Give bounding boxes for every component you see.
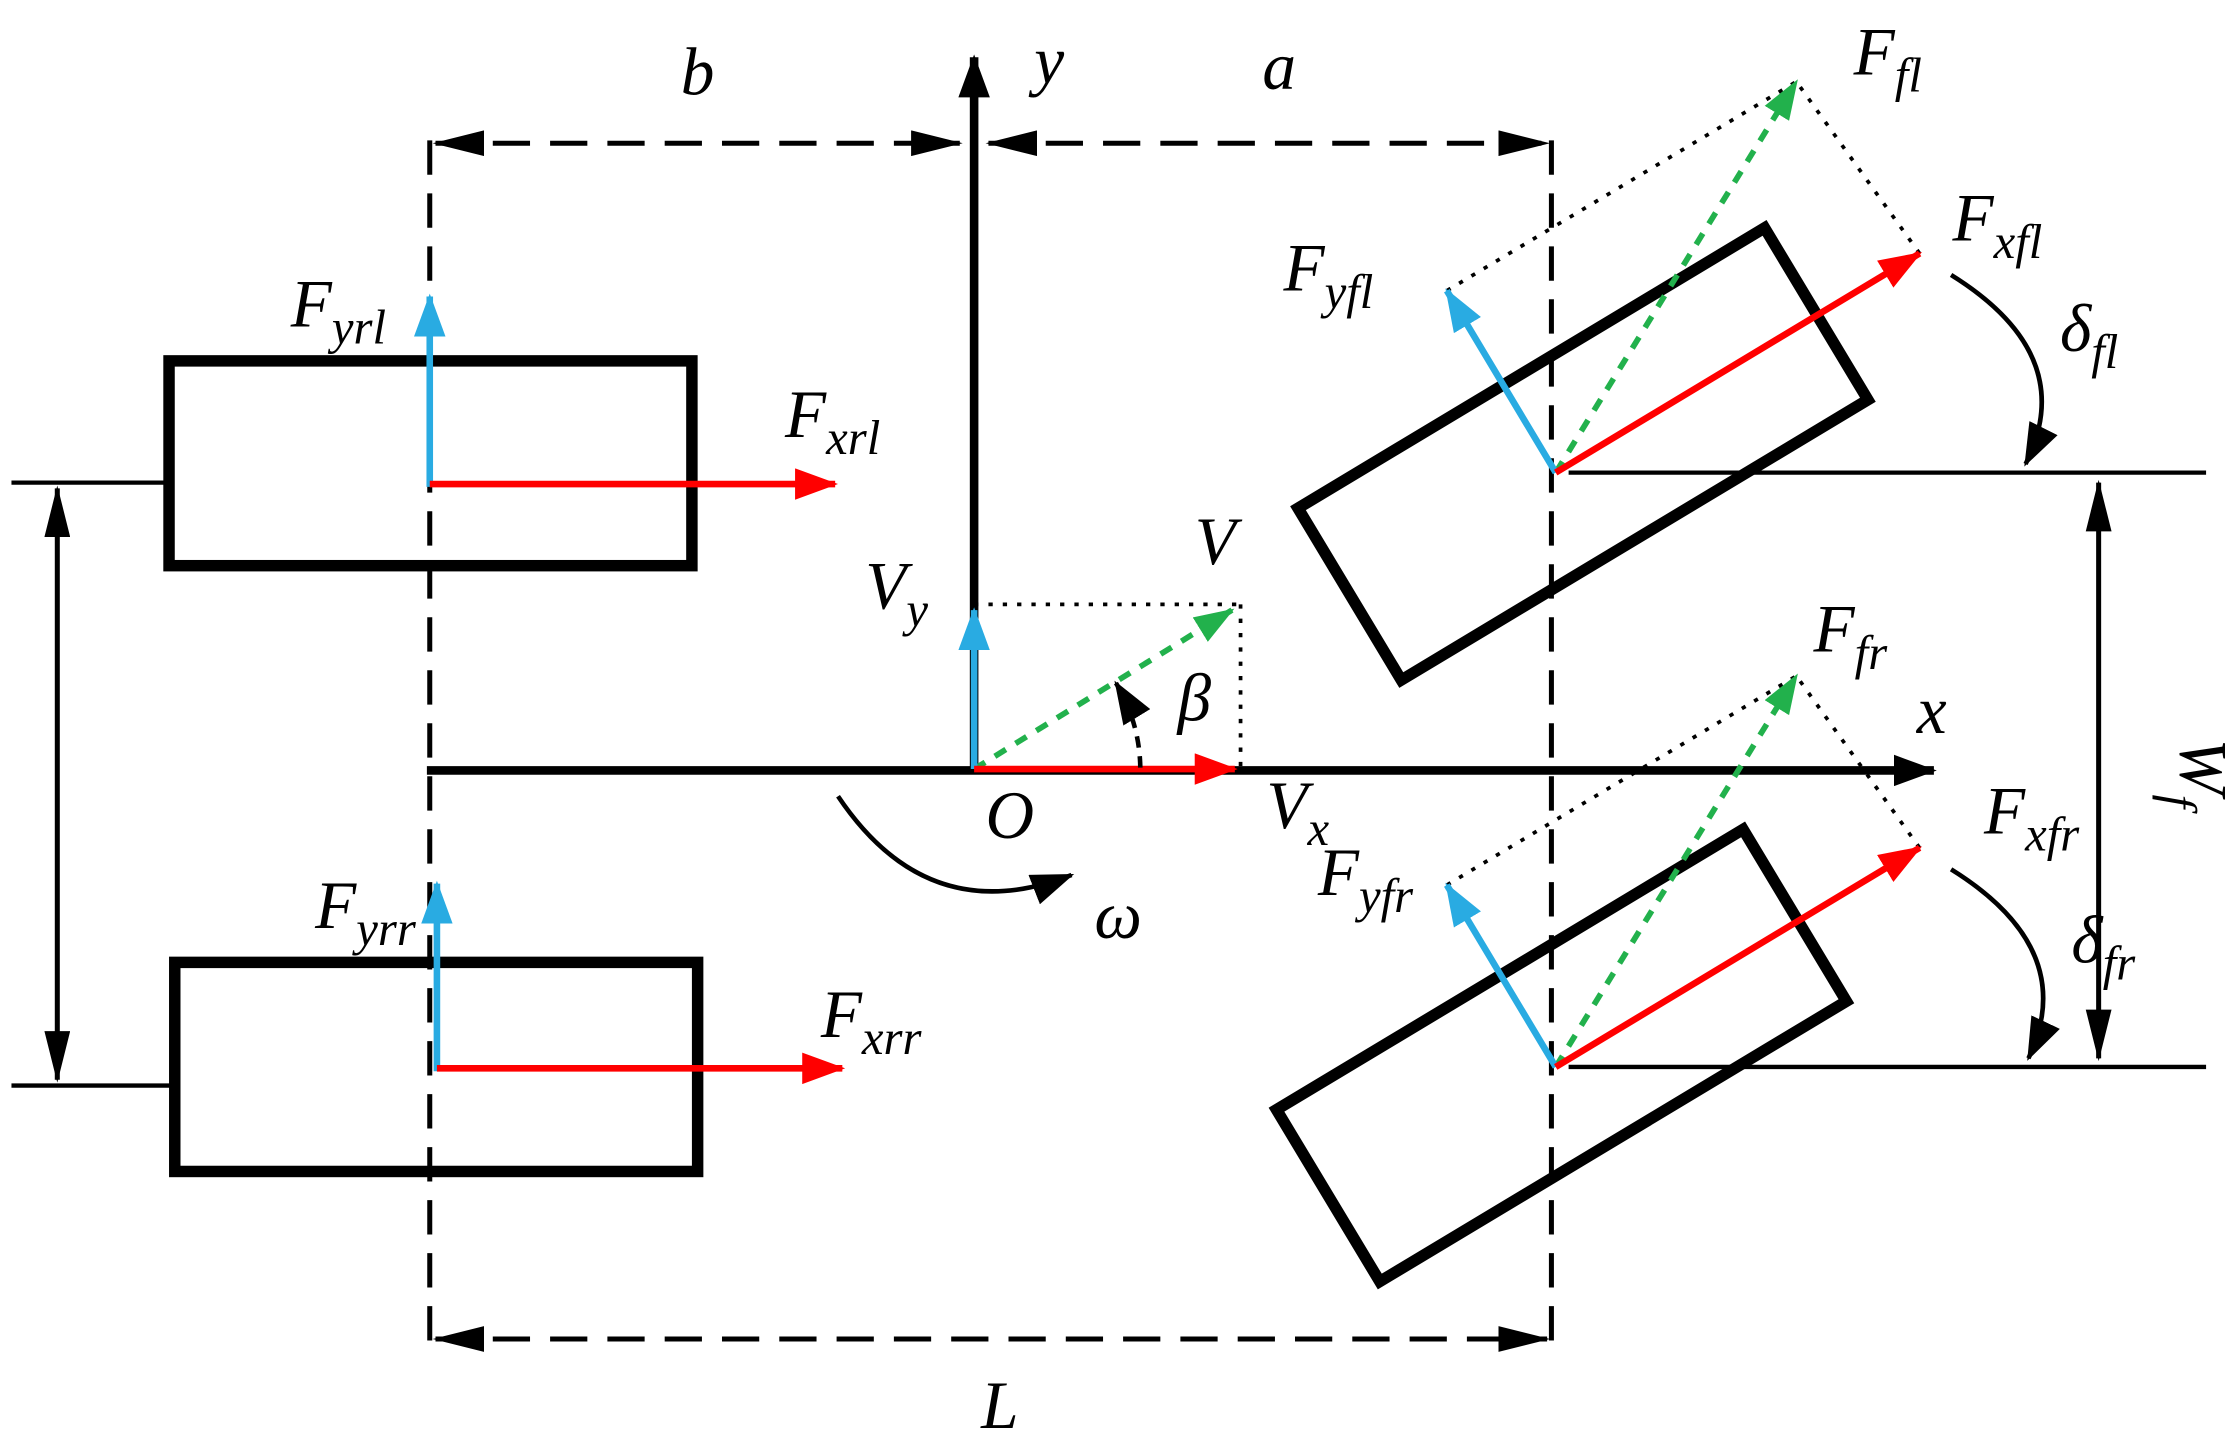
y-axis-label: y [1028, 23, 1064, 98]
dimension-L-label: L [980, 1368, 1018, 1443]
label-fyrr: Fyrr [314, 868, 417, 956]
velocity-vectors: V Vy Vx β ω [836, 504, 1329, 953]
label-omega: ω [1094, 878, 1142, 953]
label-vy: Vy [865, 549, 928, 637]
x-axis-label: x [1916, 673, 1947, 748]
front-right-fy-arrow [1444, 882, 1559, 1069]
label-delta-fl: δfl [2060, 291, 2118, 379]
label-fyfl: Fyfl [1283, 231, 1374, 319]
dimension-a: a [985, 29, 1550, 157]
front-right-resultant-arrow [1553, 673, 1799, 1069]
label-delta-fr: δfr [2071, 902, 2136, 990]
front-right-wheel: Ffr Fxfr Fyfr δfr [1268, 592, 2136, 1290]
front-right-steer-angle-arc [1949, 867, 2060, 1061]
front-left-steer-angle-arc [1949, 273, 2058, 467]
label-fxrr: Fxrr [820, 977, 923, 1065]
rear-left-wheel: Fyrl Fxrl [163, 267, 880, 572]
label-fxfr: Fxfr [1983, 773, 2080, 861]
front-left-wheel: Ffl Fxfl Fyfl δfl [1283, 14, 2118, 688]
wf-label: Wf [2152, 739, 2229, 815]
sideslip-angle-arc [1113, 680, 1151, 768]
front-right-parallelogram-right-dotted [1794, 674, 1922, 849]
front-right-wheel-outline [1268, 821, 1855, 1290]
dimension-b-label: b [681, 35, 715, 110]
label-fyfr: Fyfr [1317, 835, 1414, 923]
front-left-resultant-arrow [1553, 79, 1799, 475]
label-fxrl: Fxrl [784, 377, 880, 465]
label-ffr: Ffr [1813, 592, 1889, 680]
dimension-L: L [432, 1326, 1550, 1443]
axle-reference-lines [427, 140, 1554, 1344]
dimension-a-label: a [1262, 29, 1296, 104]
front-left-parallelogram-right-dotted [1794, 80, 1922, 255]
label-fxfl: Fxfl [1952, 181, 2043, 269]
front-left-parallelogram-left-dotted [1445, 80, 1798, 293]
dimension-b: b [432, 35, 963, 157]
front-right-parallelogram-left-dotted [1445, 674, 1798, 887]
label-ffl: Ffl [1853, 14, 1922, 102]
origin-label: O [986, 778, 1035, 853]
label-fyrl: Fyrl [290, 267, 386, 355]
rear-right-wheel: Fyrr Fxrr [169, 868, 923, 1178]
dimension-rear-track [11, 480, 175, 1088]
front-right-fx-arrow [1554, 844, 1923, 1070]
label-beta: β [1176, 660, 1212, 735]
front-left-fy-arrow [1444, 288, 1559, 475]
velocity-v-arrow [972, 607, 1235, 772]
label-vx: Vx [1266, 768, 1329, 856]
yaw-rate-arrow [836, 794, 1075, 905]
label-v: V [1195, 504, 1243, 579]
front-left-fx-arrow [1554, 250, 1923, 476]
